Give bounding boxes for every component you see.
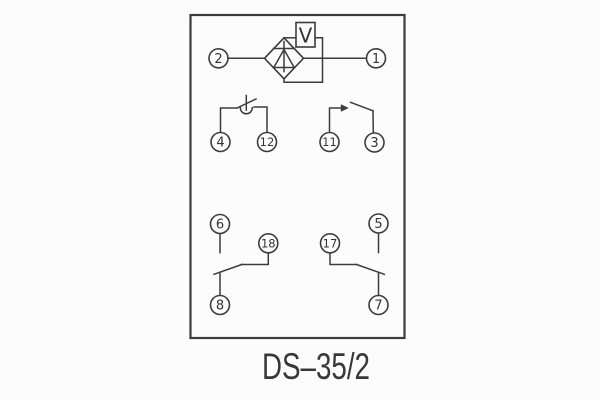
terminal-17: 17 (319, 233, 341, 254)
contact-blade (355, 263, 386, 276)
terminal-3: 3 (364, 132, 385, 153)
contact-17-riser (329, 252, 358, 266)
power-circuit: V (227, 21, 368, 84)
voltage-element-box (295, 21, 316, 48)
contact-blade (349, 101, 374, 112)
contact-12-riser (253, 106, 268, 134)
terminal-8-label: 8 (216, 299, 224, 314)
terminal-17-label: 17 (323, 237, 338, 251)
enclosure-outline (189, 13, 406, 340)
terminal-12: 12 (256, 131, 278, 153)
terminal-11: 11 (319, 131, 340, 153)
terminal-6: 6 (209, 213, 231, 235)
meter-loop-wire (283, 37, 324, 84)
contact-4-12 (219, 94, 268, 134)
terminal-8: 8 (209, 294, 231, 316)
terminal-2: 2 (208, 47, 229, 69)
terminal-5: 5 (368, 213, 389, 234)
contact-18-riser (240, 252, 270, 266)
model-title: DS–35/2 (262, 346, 370, 387)
contact-17-5-7 (329, 232, 386, 297)
voltage-element-label: V (299, 24, 313, 48)
terminal-2-label: 2 (214, 52, 222, 67)
terminal-6-label: 6 (216, 218, 224, 233)
terminal-4-label: 4 (216, 136, 224, 151)
arrow-icon (340, 104, 349, 112)
terminal-7: 7 (368, 294, 389, 316)
terminal-18-label: 18 (261, 237, 276, 251)
terminal-7-label: 7 (374, 299, 382, 314)
terminal-1-label: 1 (372, 52, 380, 67)
terminal-1: 1 (365, 47, 387, 69)
terminal-11-label: 11 (322, 135, 337, 149)
terminal-5-label: 5 (374, 217, 382, 232)
terminal-18: 18 (257, 233, 279, 254)
contact-11-3 (328, 101, 375, 134)
terminal-12-label: 12 (260, 135, 275, 149)
contact-4-riser (219, 107, 238, 134)
time-delay-icon (239, 94, 254, 115)
contact-blade (213, 263, 243, 276)
terminal-4: 4 (210, 131, 231, 153)
contact-11-riser (328, 107, 343, 134)
diode-icon (272, 40, 296, 73)
contact-6-18-8 (213, 232, 270, 297)
terminal-3-label: 3 (370, 136, 378, 151)
